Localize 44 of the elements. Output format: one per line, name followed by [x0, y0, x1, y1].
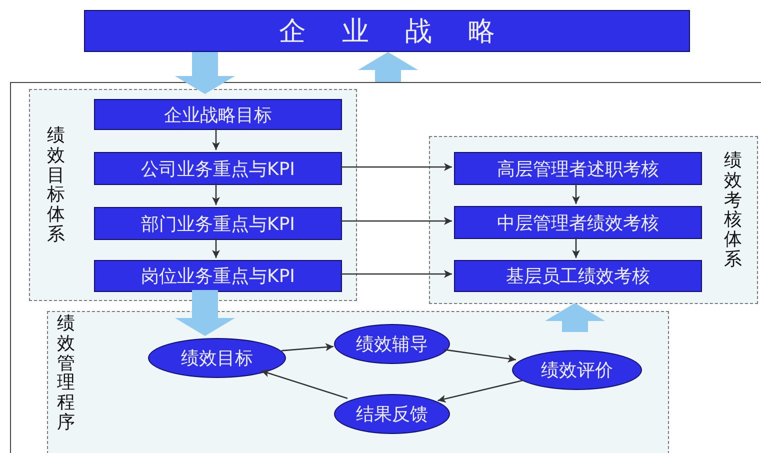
- group-label: 绩效考核体系: [724, 151, 742, 270]
- block-arrow: [358, 52, 418, 82]
- dashed-group-box: [429, 136, 758, 304]
- process-box: [454, 152, 702, 185]
- box-label: 基层员工绩效考核: [506, 265, 650, 288]
- box-label: 绩效评价: [541, 359, 613, 382]
- arrow: [212, 183, 220, 205]
- process-box: [94, 99, 342, 130]
- box-label: 岗位业务重点与KPI: [141, 265, 295, 288]
- block-arrow: [175, 290, 235, 336]
- box-label: 企业战略: [279, 15, 531, 49]
- box-label: 绩效目标: [181, 347, 253, 370]
- box-label: 结果反馈: [356, 403, 428, 426]
- arrow: [212, 238, 220, 258]
- process-box: [94, 260, 342, 292]
- block-arrow: [545, 303, 605, 332]
- arrow: [212, 128, 220, 150]
- process-box: [94, 152, 342, 185]
- arrow: [572, 237, 580, 258]
- arrow: [438, 380, 524, 403]
- arrow: [340, 163, 452, 171]
- box-label: 绩效辅导: [356, 333, 428, 356]
- block-arrow: [175, 52, 235, 94]
- dashed-group-box: [29, 89, 357, 301]
- dashed-group-box: [47, 311, 669, 453]
- process-ellipse: [512, 350, 642, 390]
- group-label: 绩效目标体系: [47, 126, 65, 245]
- arrow: [572, 183, 580, 204]
- arrow: [444, 348, 516, 363]
- process-box: [454, 260, 702, 292]
- box-label: 部门业务重点与KPI: [141, 212, 295, 236]
- arrow: [281, 343, 334, 352]
- group-label: 绩效管理程序: [57, 314, 75, 433]
- process-box: [94, 207, 342, 240]
- arrow: [340, 270, 452, 278]
- box-label: 中层管理者绩效考核: [497, 212, 659, 234]
- strategy-banner: [84, 10, 690, 52]
- outer-frame: [10, 82, 761, 453]
- box-label: 高层管理者述职考核: [497, 158, 659, 180]
- arrow: [340, 217, 452, 225]
- box-label: 企业战略目标: [164, 104, 272, 126]
- process-box: [454, 206, 702, 239]
- arrow: [261, 369, 348, 400]
- box-label: 公司业务重点与KPI: [141, 158, 295, 180]
